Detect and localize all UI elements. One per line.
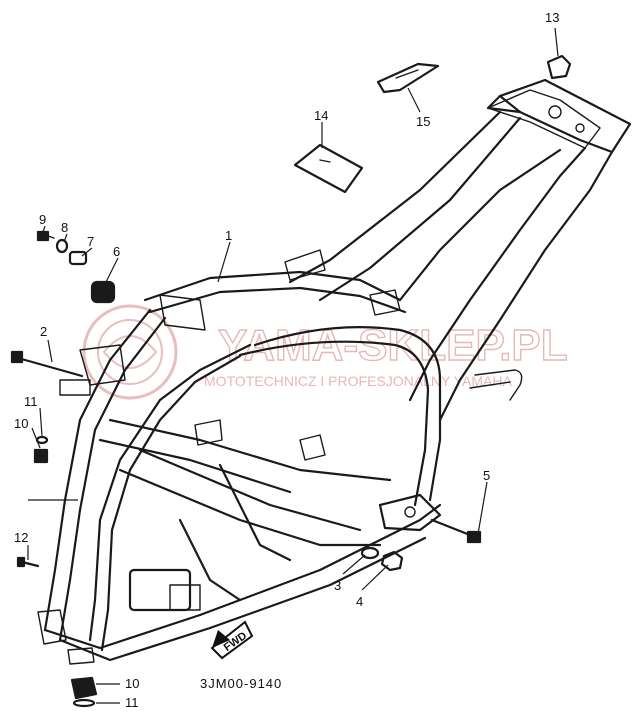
part-14-plate [293,143,364,194]
fwd-arrow: FWD [210,620,254,660]
leader-lines [27,27,559,704]
part-13-cap [546,54,572,80]
part-7-collar [68,250,88,266]
callout-2: 2 [40,324,47,339]
callout-10-lower: 10 [125,676,139,691]
callout-9: 9 [39,212,46,227]
part-15-bracket [376,62,440,94]
callout-1: 1 [225,228,232,243]
callout-7: 7 [87,234,94,249]
callout-10-upper: 10 [14,416,28,431]
callout-13: 13 [545,10,559,25]
callout-11-lower: 11 [125,695,139,710]
part-10-damper-upper [33,448,49,464]
diagram-code: 3JM00-9140 [200,676,282,691]
callouts: 1 2 3 4 5 6 7 8 9 10 10 11 11 12 13 14 1… [14,10,559,710]
part-5-bolt [430,518,482,544]
watermark-logo [82,304,178,400]
callout-14: 14 [314,108,328,123]
callout-3: 3 [334,578,341,593]
callout-6: 6 [113,244,120,259]
part-2-bolt [10,350,84,378]
main-frame [37,78,632,665]
part-10-damper-lower [70,676,98,700]
callout-8: 8 [61,220,68,235]
callout-5: 5 [483,468,490,483]
part-11-washer-lower [72,698,96,708]
watermark-tagline: MOTOTECHNICZ I PROFESJONALNY YAMAHA [204,373,512,389]
callout-12: 12 [14,530,28,545]
part-12-bolt [16,556,40,568]
callout-4: 4 [356,594,363,609]
part-11-washer-upper [35,435,49,445]
part-6-damper [90,280,116,304]
part-3-washer [360,546,380,560]
callout-11-upper: 11 [24,394,38,409]
callout-15: 15 [416,114,430,129]
part-9-bolt [36,230,55,242]
part-4-nut [380,550,404,572]
part-8-washer [55,238,69,254]
